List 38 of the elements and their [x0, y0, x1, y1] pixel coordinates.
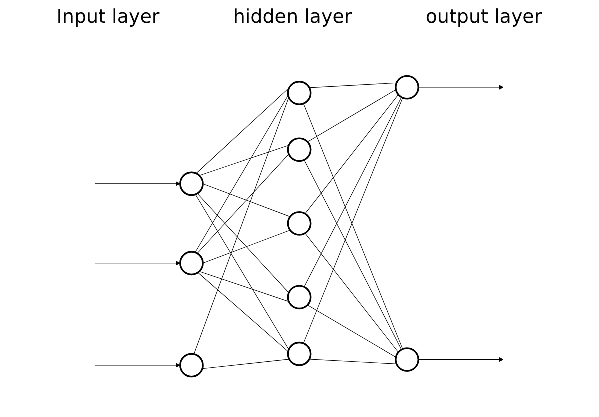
column-heading: Input layer	[56, 5, 160, 30]
connector	[194, 97, 290, 355]
arrow	[95, 362, 181, 368]
connector	[305, 233, 399, 353]
connector	[196, 88, 290, 174]
node-circle	[395, 348, 420, 372]
connector	[197, 193, 290, 294]
connector	[199, 145, 290, 176]
connector	[198, 272, 289, 352]
arrow	[95, 260, 181, 266]
column-heading: hidden layer	[233, 5, 352, 30]
connector	[305, 94, 399, 214]
connector	[195, 194, 290, 350]
arrow	[418, 85, 504, 90]
connector	[309, 359, 398, 364]
connector	[199, 271, 290, 302]
arrow	[418, 357, 504, 362]
connector	[307, 304, 396, 358]
node-circle	[180, 251, 204, 276]
connector	[202, 230, 291, 264]
node-circle	[180, 353, 204, 378]
node-circle	[180, 172, 204, 196]
column-heading: output layer	[426, 5, 542, 30]
connector	[304, 160, 402, 350]
node-circle	[287, 81, 312, 106]
node-circle	[395, 75, 420, 100]
node-circle	[287, 342, 312, 366]
connector	[197, 154, 290, 254]
connector	[195, 95, 289, 253]
connector	[304, 97, 402, 288]
arrow	[95, 181, 181, 186]
connector	[202, 359, 290, 370]
connector	[309, 82, 398, 88]
node-circle	[287, 285, 312, 310]
node-circle	[287, 138, 312, 162]
connector	[307, 90, 396, 142]
connector	[202, 184, 291, 218]
node-circle	[287, 211, 312, 236]
